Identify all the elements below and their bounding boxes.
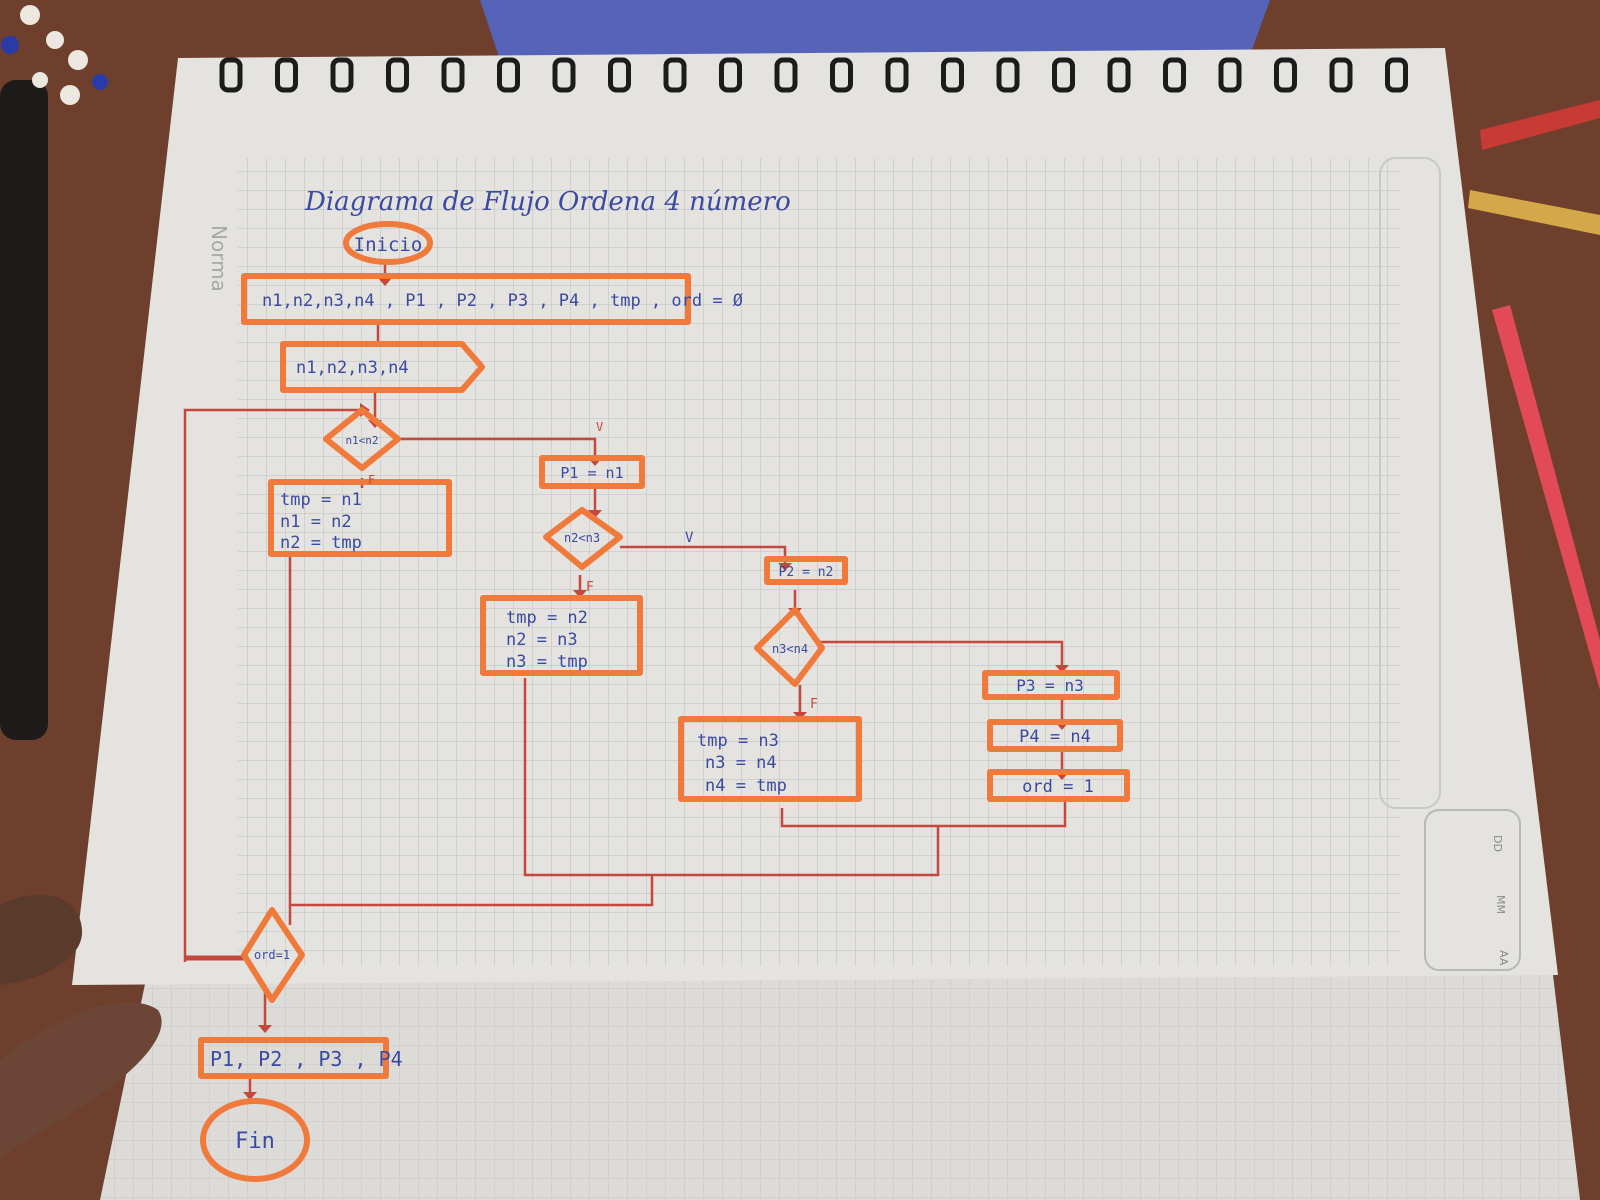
spiral-ring bbox=[1163, 57, 1186, 93]
spiral-ring bbox=[663, 57, 687, 93]
assign-p2-label: P2 = n2 bbox=[779, 565, 834, 580]
bead-bracelet bbox=[1, 5, 108, 105]
swap1-box bbox=[268, 479, 452, 557]
cond1-label: n1<n2 bbox=[345, 434, 378, 447]
init-label: n1,n2,n3,n4 , P1 , P2 , P3 , P4 , tmp , … bbox=[262, 291, 743, 311]
cond3-false-label: F bbox=[810, 697, 818, 712]
cond2-diamond bbox=[543, 507, 623, 570]
cond2-label: n2<n3 bbox=[564, 531, 600, 545]
cond2-false-label: F bbox=[586, 580, 594, 595]
start-terminal bbox=[343, 221, 433, 265]
spiral-ring bbox=[330, 57, 354, 93]
finger bbox=[0, 894, 83, 985]
cond4-label: ord=1 bbox=[254, 948, 290, 962]
spiral-ring bbox=[441, 57, 465, 93]
pink-pen bbox=[1492, 305, 1600, 690]
spiral-ring bbox=[219, 57, 243, 93]
spiral-ring bbox=[719, 57, 742, 93]
assign-ord-box bbox=[987, 769, 1130, 802]
spiral-ring bbox=[941, 57, 964, 93]
input-label: n1,n2,n3,n4 bbox=[296, 358, 409, 378]
spiral-ring bbox=[497, 57, 520, 93]
assign-p1-box bbox=[539, 455, 645, 489]
spiral-ring bbox=[608, 57, 631, 93]
date-label-mm: MM bbox=[1494, 895, 1507, 914]
spiral-ring bbox=[275, 57, 298, 93]
swap3-line-3: n4 = tmp bbox=[705, 776, 787, 796]
swap3-line-1: tmp = n3 bbox=[697, 731, 779, 751]
spiral-ring bbox=[885, 57, 909, 93]
cond1-true-label: V bbox=[596, 420, 603, 434]
swap1-line-2: n1 = n2 bbox=[280, 512, 352, 532]
input-box bbox=[280, 341, 485, 393]
swap3-line-2: n3 = n4 bbox=[705, 753, 777, 773]
assign-p1-label: P1 = n1 bbox=[560, 464, 623, 482]
spiral-ring bbox=[1052, 57, 1075, 93]
spiral-ring bbox=[1218, 57, 1242, 93]
spiral-ring bbox=[830, 57, 853, 93]
swap1-line-1: tmp = n1 bbox=[280, 490, 362, 510]
date-label-dd: DD bbox=[1491, 835, 1504, 852]
end-label: Fin bbox=[235, 1129, 275, 1154]
assign-p4-box bbox=[987, 719, 1123, 752]
red-pencil bbox=[1480, 100, 1600, 150]
cond3-diamond bbox=[754, 607, 825, 687]
end-terminal bbox=[200, 1098, 310, 1182]
spiral-ring bbox=[386, 57, 409, 93]
swap2-line-3: n3 = tmp bbox=[506, 652, 588, 672]
spiral-ring bbox=[996, 57, 1020, 93]
output-label: P1, P2 , P3 , P4 bbox=[210, 1047, 403, 1071]
cond4-diamond bbox=[241, 907, 305, 1003]
cond1-diamond bbox=[323, 407, 401, 471]
cond1-false-label: F bbox=[368, 473, 375, 487]
assign-p3-label: P3 = n3 bbox=[1016, 676, 1083, 695]
assign-p3-box bbox=[982, 670, 1120, 700]
spiral-ring bbox=[1274, 57, 1297, 93]
margin-strip bbox=[1379, 157, 1441, 809]
cond2-true-label: V bbox=[685, 530, 694, 546]
spiral-binding bbox=[219, 57, 1408, 93]
date-box bbox=[1424, 809, 1521, 971]
finger-lower bbox=[0, 1002, 162, 1160]
spiral-ring bbox=[1329, 57, 1353, 93]
notebook-cover bbox=[480, 0, 1270, 60]
cond3-label: n3<n4 bbox=[772, 642, 808, 656]
spiral-ring bbox=[1107, 57, 1131, 93]
phone-edge bbox=[0, 80, 48, 740]
start-label: Inicio bbox=[354, 234, 423, 256]
assign-ord-label: ord = 1 bbox=[1022, 777, 1094, 797]
assign-p4-label: P4 = n4 bbox=[1019, 727, 1091, 747]
output-box bbox=[198, 1037, 389, 1079]
date-label-aa: AA bbox=[1497, 950, 1510, 966]
assign-p2-box bbox=[764, 556, 848, 585]
yellow-pencil bbox=[1468, 190, 1600, 235]
swap2-box bbox=[480, 595, 643, 676]
swap1-line-3: n2 = tmp bbox=[280, 533, 362, 553]
swap2-line-1: tmp = n2 bbox=[506, 608, 588, 628]
swap3-box bbox=[678, 716, 862, 802]
swap2-line-2: n2 = n3 bbox=[506, 630, 578, 650]
diagram-title: Diagrama de Flujo Ordena 4 número bbox=[304, 187, 791, 217]
init-process-box bbox=[241, 273, 691, 325]
spiral-ring bbox=[1385, 57, 1408, 93]
spiral-ring bbox=[774, 57, 798, 93]
spiral-ring bbox=[552, 57, 576, 93]
notebook-brand: Norma bbox=[207, 225, 231, 292]
